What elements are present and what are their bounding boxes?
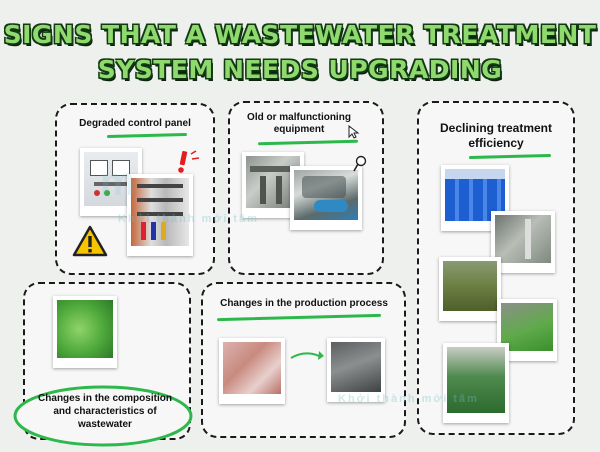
pushpin-icon <box>353 155 367 172</box>
photo-raw-fish <box>219 338 285 404</box>
watermark-text: Khởi thành mới tâm <box>338 393 479 405</box>
underline-swoosh <box>257 139 359 146</box>
card-equipment: Old or malfunctioning equipment <box>228 101 384 275</box>
card-efficiency-label-line-2: efficiency <box>468 136 524 150</box>
watermark-text: Khởi thành mới tâm <box>118 213 259 225</box>
arrow-right-icon <box>290 351 324 360</box>
photo-control-panel-wiring <box>127 174 193 256</box>
underline-swoosh <box>216 313 382 322</box>
card-production: Changes in the production process <box>201 282 406 438</box>
photo-sludge-tank <box>439 257 501 321</box>
card-composition-label-line-1: Changes in the composition <box>38 393 172 404</box>
card-equipment-label-line-2: equipment <box>273 124 325 135</box>
card-efficiency-label-line-1: Declining treatment <box>439 121 553 135</box>
card-equipment-label-line-1: Old or malfunctioning <box>247 112 351 123</box>
photo-treatment-tank-outlet <box>491 211 555 273</box>
page-title-line-1: Signs that a wastewater treatment <box>3 20 597 49</box>
warning-triangle-icon <box>72 225 108 257</box>
photo-green-wastewater <box>53 296 117 368</box>
card-control-panel: Degraded control panel <box>55 103 215 275</box>
card-control-panel-label: Degraded control panel <box>79 118 191 129</box>
watermark-logo: m <box>100 160 136 204</box>
highlight-ellipse <box>13 385 193 447</box>
page-title-line-2: system needs upgrading <box>97 55 503 84</box>
card-composition-label-line-2: and characteristics of <box>53 406 157 417</box>
photo-green-water-channel <box>443 343 509 423</box>
underline-swoosh <box>468 153 552 160</box>
photo-seafood-processing <box>327 338 385 402</box>
underline-swoosh <box>106 132 188 139</box>
photo-old-equipment-machine <box>290 166 362 230</box>
exclamation-alert-icon <box>178 150 200 173</box>
card-production-label: Changes in the production process <box>220 298 388 309</box>
card-composition-label-line-3: wastewater <box>78 419 132 430</box>
cursor-arrow-icon <box>348 125 360 139</box>
card-efficiency: Declining treatment efficiency <box>417 101 575 435</box>
